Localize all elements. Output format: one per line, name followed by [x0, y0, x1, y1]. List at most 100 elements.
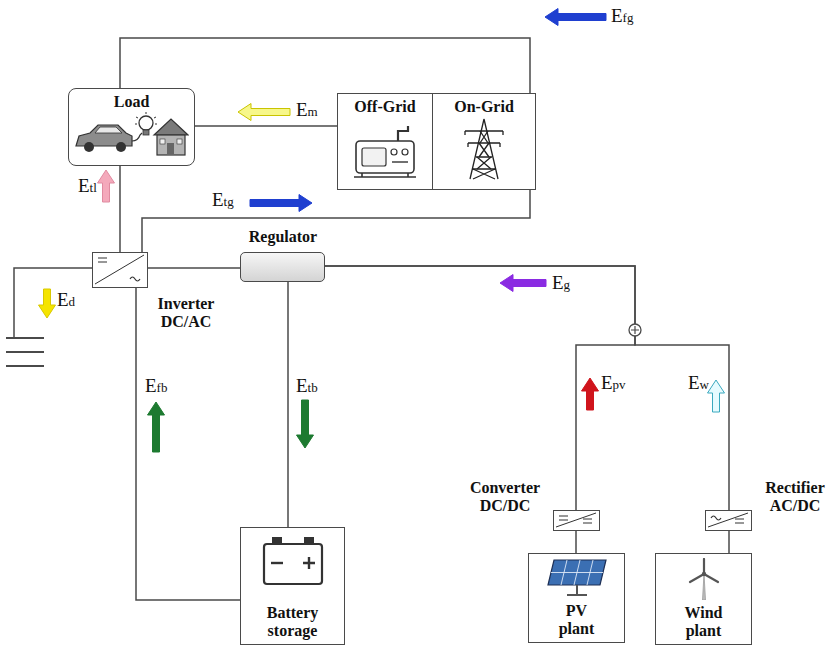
icon-shape	[354, 173, 416, 177]
icon-shape	[708, 513, 748, 527]
node-label: Inverter DC/AC	[145, 295, 227, 331]
icon-shape	[398, 126, 408, 141]
icon-shape	[465, 119, 503, 179]
ground-wire	[14, 268, 92, 338]
energy-flow-label: Efg	[611, 6, 633, 28]
icon-shape	[362, 148, 386, 166]
icon-shape	[556, 513, 596, 527]
flow-arrow	[148, 402, 165, 452]
energy-flow-label: Etb	[296, 376, 318, 398]
icon-shape	[143, 130, 149, 135]
icon-shape	[84, 142, 94, 152]
power-line	[325, 266, 635, 510]
icon-shape	[473, 131, 495, 179]
node-label: Load	[114, 93, 150, 111]
power-line	[136, 288, 240, 600]
icon-shape	[706, 511, 750, 529]
pv-box: PV plant	[528, 553, 625, 643]
node-label: PV plant	[551, 602, 603, 638]
icon-shape	[132, 133, 142, 141]
icon-shape	[690, 559, 718, 582]
energy-flow-label: Ew	[688, 373, 709, 395]
icon-shape	[392, 161, 408, 162]
icon-shape	[567, 585, 587, 595]
flow-arrow	[582, 378, 599, 410]
flow-arrow	[708, 380, 725, 412]
power-line	[575, 531, 577, 553]
icon-shape	[154, 119, 188, 135]
icon-shape	[177, 139, 182, 144]
icon-shape	[402, 149, 408, 155]
ground-symbol	[6, 268, 92, 366]
node-label: Off-Grid	[354, 98, 415, 116]
icon-shape	[548, 560, 606, 585]
junction-circle	[629, 324, 641, 336]
regulator-box: Regulator	[240, 252, 325, 282]
icon-shape	[542, 558, 612, 598]
icon-shape	[157, 135, 185, 155]
icon-shape	[303, 557, 315, 569]
node-label: Wind plant	[678, 604, 730, 640]
power-line	[195, 125, 337, 127]
ground-bar	[6, 351, 44, 353]
icon-shape	[551, 560, 603, 585]
power-line	[148, 267, 240, 269]
power-line	[119, 166, 121, 252]
energy-flow-label: Efb	[145, 376, 167, 398]
node-label: On-Grid	[454, 98, 514, 116]
icon-shape	[583, 519, 592, 523]
icon-shape	[702, 574, 705, 600]
icon-shape	[258, 532, 328, 587]
converter-box: Converter DC/DC	[553, 510, 600, 531]
icon-shape	[271, 562, 283, 564]
icon-shape	[135, 112, 157, 124]
icon-shape	[160, 139, 165, 144]
icon-shape	[391, 149, 397, 155]
flow-arrow	[250, 195, 312, 212]
icon-shape	[93, 253, 146, 286]
flow-arrow	[98, 170, 115, 202]
energy-flow-label: Ed	[57, 290, 75, 312]
load-box: Load	[68, 88, 195, 166]
icon-shape	[459, 117, 509, 181]
icon-shape	[98, 258, 107, 262]
flow-arrow	[500, 275, 546, 292]
energy-flow-label: Etl	[78, 176, 97, 198]
flow-arrow	[39, 289, 56, 318]
icon-shape	[554, 511, 598, 529]
on-grid-box: On-Grid	[432, 93, 536, 190]
icon-shape	[711, 516, 721, 520]
icon-shape	[95, 255, 144, 284]
icon-shape	[470, 119, 498, 179]
icon-shape	[95, 127, 122, 133]
flow-arrow	[238, 104, 290, 121]
icon-shape	[350, 121, 420, 181]
power-line	[120, 38, 530, 93]
icon-shape	[167, 143, 174, 155]
icon-shape	[139, 116, 153, 130]
rectifier-box: Rectifier AC/DC	[705, 510, 752, 531]
power-line	[325, 266, 729, 510]
icon-shape	[701, 572, 705, 576]
icon-shape	[735, 519, 744, 523]
energy-flow-label: Epv	[601, 373, 626, 395]
node-label: Converter DC/DC	[462, 479, 548, 515]
energy-flow-label: Em	[296, 100, 318, 122]
icon-shape	[679, 558, 729, 600]
battery-icon	[258, 532, 328, 591]
battery-box: Battery storage	[240, 527, 345, 645]
node-label: Battery storage	[245, 604, 340, 640]
pv-icon	[542, 558, 612, 602]
icon-shape	[116, 142, 126, 152]
summing-junction	[629, 324, 641, 336]
inverter-box: Inverter DC/AC	[92, 252, 148, 288]
power-line	[142, 190, 530, 252]
wind-box: Wind plant	[655, 553, 752, 645]
icon-shape	[559, 516, 568, 520]
junction-plus	[631, 326, 639, 334]
ground-bar	[6, 337, 44, 339]
flow-arrow	[297, 400, 314, 448]
icon-shape	[130, 277, 140, 281]
energy-flow-label: Etg	[212, 190, 234, 212]
